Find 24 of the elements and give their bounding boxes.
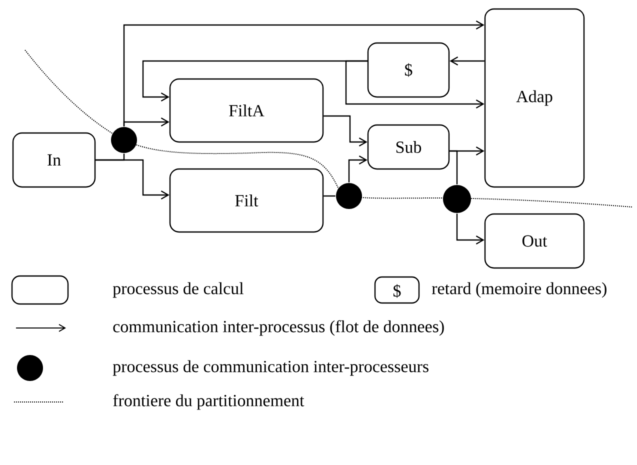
delay-symbol: $ — [394, 284, 401, 298]
process-box: In — [12, 132, 96, 188]
process-box: $ — [367, 42, 450, 98]
arrow — [123, 20, 484, 126]
legend-text: processus de calcul — [112, 282, 244, 298]
process-box: Sub — [367, 124, 450, 170]
arrow — [348, 155, 368, 182]
process-box: Out — [484, 213, 585, 269]
arrow — [345, 60, 484, 109]
arrow — [324, 115, 368, 147]
arrow — [123, 117, 170, 127]
arrow — [450, 56, 484, 66]
legend-text: retard (memoire donnees) — [432, 282, 606, 298]
legend-text: processus de communication inter-processeurs — [112, 360, 428, 376]
communication-dot — [336, 183, 362, 209]
process-box: FiltA — [169, 78, 324, 143]
legend-text: frontiere du partitionnement — [113, 394, 304, 410]
arrow — [96, 159, 170, 200]
arrow — [456, 214, 484, 245]
process-box: Filt — [169, 168, 324, 233]
communication-dot — [111, 127, 137, 153]
communication-dot — [443, 185, 471, 213]
legend-text: communication inter-processus (flot de donnees) — [113, 320, 444, 336]
process-box: Adap — [484, 8, 585, 188]
